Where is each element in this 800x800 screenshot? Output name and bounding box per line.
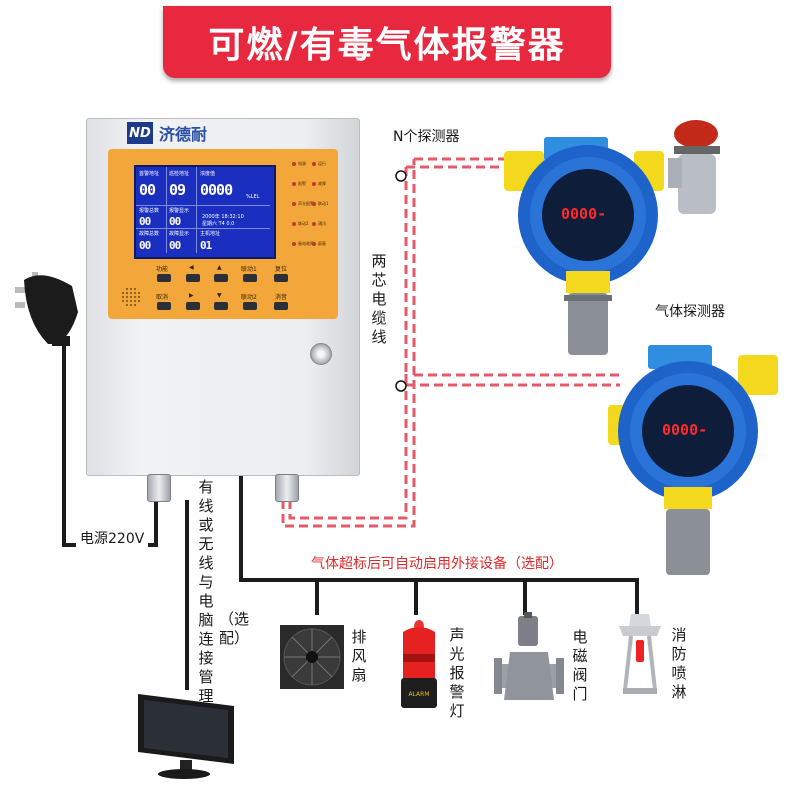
key-lock[interactable] [310, 343, 332, 365]
up-key[interactable] [214, 274, 228, 282]
indicator-label: 运行 [318, 161, 326, 166]
key-label: ▼ [217, 292, 222, 299]
right-key[interactable] [186, 302, 200, 310]
lcd-value-concentration: 0000 [200, 181, 233, 199]
device-label: 排风扇 [351, 628, 367, 684]
sprinkler-icon [619, 614, 661, 694]
key-label: 复位 [275, 266, 288, 273]
indicator-label: 电源 [298, 161, 306, 166]
gas-detector-2: 0000- [608, 345, 798, 589]
terminal-2 [395, 380, 407, 392]
pc-optional-label: （选配） [219, 610, 250, 647]
indicator-label: 联动1 [318, 201, 329, 206]
cancel-key[interactable] [157, 302, 171, 310]
indicator-light [312, 222, 316, 226]
indicator-light [292, 222, 296, 226]
linkage2-key[interactable] [243, 302, 257, 310]
key-label: 取消 [156, 294, 169, 301]
linkage-caption: 气体超标后可自动启用外接设备（选配） [311, 556, 563, 572]
detector-display: 0000- [662, 421, 708, 439]
svg-text:ALARM: ALARM [408, 691, 429, 698]
computer-monitor-icon [138, 694, 234, 779]
lcd-host-address-label: 主机地址 [200, 231, 221, 237]
indicator-label: 通讯 [318, 221, 326, 226]
function-key[interactable] [157, 274, 171, 282]
device-label: 电磁阀门 [572, 628, 588, 703]
left-key[interactable] [186, 274, 200, 282]
key-label: 功能 [156, 266, 169, 273]
key-label: ▶ [189, 292, 194, 299]
lcd-fault-total-label: 故障总数 [139, 231, 160, 237]
power-label: 电源220V [76, 528, 149, 548]
solenoid-valve-icon [494, 612, 564, 700]
brand: ND 济德耐 [127, 121, 207, 145]
indicator-label: 声光报警 [298, 201, 314, 206]
indicator-label: 屏蔽 [318, 241, 326, 246]
lcd-date2: 星期六 T4 0.0 [202, 221, 235, 227]
indicator-light [312, 202, 316, 206]
beacon-light-icon [668, 120, 720, 214]
indicator-light [312, 182, 316, 186]
indicator-label: 联动2 [298, 221, 309, 226]
indicator-label: 备电故障 [298, 241, 314, 246]
indicator-label: 报警 [298, 181, 306, 186]
mute-key[interactable] [274, 302, 288, 310]
down-key[interactable] [214, 302, 228, 310]
detector-display: 0000- [561, 205, 607, 223]
indicator-label: 故障 [318, 181, 326, 186]
lcd-host-address: 01 [200, 239, 212, 252]
brand-logo: ND [127, 122, 153, 144]
device-label: 消防喷淋 [671, 626, 687, 701]
cable-gland [275, 474, 299, 502]
alarm-light-icon: ALARM [401, 620, 437, 708]
linkage-cable [239, 472, 639, 615]
key-label: 联动2 [241, 294, 257, 301]
pc-connection-label: 有线或无线与电脑连接管理 [198, 478, 214, 705]
terminal-1 [395, 170, 407, 182]
linkage1-key[interactable] [243, 274, 257, 282]
lcd-screen: 首警地址 巡检地址 浓度值 00 09 0000 %LEL 报警总数 报警显示 … [134, 165, 276, 259]
key-label: 联动1 [241, 266, 257, 273]
lcd-header-inspection: 巡检地址 [169, 171, 190, 177]
lcd-value-first-alarm: 00 [139, 181, 156, 199]
brand-name: 济德耐 [159, 125, 208, 144]
indicator-light [292, 182, 296, 186]
buzzer-speaker [121, 287, 141, 307]
lcd-alarm-total: 00 [139, 215, 151, 228]
indicator-light [312, 242, 316, 246]
power-plug-icon [15, 272, 78, 346]
exhaust-fan-icon [280, 625, 344, 689]
lcd-fault-display-label: 故障显示 [169, 231, 190, 237]
lcd-header-concentration: 浓度值 [200, 171, 216, 177]
lcd-unit: %LEL [246, 194, 260, 200]
page-title: 可燃/有毒气体报警器 [208, 25, 566, 66]
lcd-header-first-alarm: 首警地址 [139, 171, 160, 177]
key-label: 消音 [275, 294, 288, 301]
two-core-cable [281, 157, 620, 528]
cable-gland [147, 474, 171, 502]
lcd-alarm-total-label: 报警总数 [139, 208, 160, 214]
indicator-light [312, 162, 316, 166]
lcd-value-inspection: 09 [169, 181, 186, 199]
gas-detector-label: 气体探测器 [655, 304, 725, 320]
lcd-fault-total: 00 [139, 239, 151, 252]
n-detectors-label: N个探测器 [393, 129, 460, 145]
indicator-light [292, 162, 296, 166]
lcd-fault-display: 00 [169, 239, 181, 252]
key-label: ▲ [217, 264, 222, 271]
title-banner: 可燃/有毒气体报警器 [163, 6, 611, 78]
indicator-light [292, 242, 296, 246]
cable-label: 两芯电缆线 [371, 252, 387, 346]
gas-detector-1: 0000- [504, 135, 664, 369]
indicator-light [292, 202, 296, 206]
reset-key[interactable] [274, 274, 288, 282]
device-label: 声光报警灯 [449, 626, 465, 720]
lcd-alarm-display-label: 报警显示 [169, 208, 190, 214]
key-label: ◀ [189, 264, 194, 271]
lcd-alarm-display: 00 [169, 215, 181, 228]
lcd-date: 2000年 18:32:10 [202, 214, 244, 220]
